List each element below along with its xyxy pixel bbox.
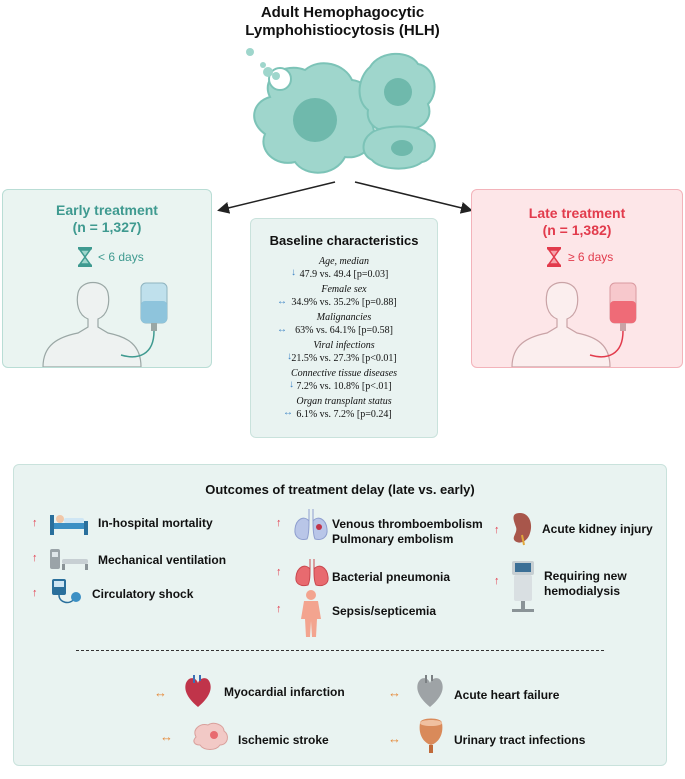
heart-icon bbox=[185, 675, 211, 707]
hourglass-icon bbox=[78, 247, 92, 267]
outcome-label: Ischemic stroke bbox=[238, 733, 329, 747]
outcome-label: Bacterial pneumonia bbox=[332, 570, 451, 584]
hospital-bed-icon bbox=[50, 515, 88, 535]
outcomes-title: Outcomes of treatment delay (late vs. ea… bbox=[205, 482, 475, 497]
late-treatment-panel: Late treatment (n = 1,382) ≥ 6 days bbox=[471, 189, 683, 368]
baseline-label: Viral infections bbox=[313, 340, 375, 351]
arrow-to-late bbox=[354, 181, 473, 214]
page-title: Adult Hemophagocytic Lymphohistiocytosis… bbox=[245, 4, 440, 39]
baseline-label: Malignancies bbox=[316, 312, 372, 323]
early-title: Early treatment (n = 1,327) bbox=[56, 202, 158, 235]
late-title: Late treatment (n = 1,382) bbox=[528, 205, 626, 238]
baseline-title: Baseline characteristics bbox=[269, 233, 419, 248]
left-right-arrow-icon: ↔ bbox=[277, 296, 287, 307]
late-duration: ≥ 6 days bbox=[568, 250, 614, 264]
up-arrow-icon: ↑ bbox=[32, 587, 38, 599]
up-arrow-icon: ↑ bbox=[276, 566, 282, 578]
baseline-panel: Baseline characteristics Age, median ↓ 4… bbox=[250, 218, 438, 438]
outcome-label: Mechanical ventilation bbox=[98, 553, 227, 567]
left-right-arrow-icon: ↔ bbox=[283, 407, 293, 418]
left-right-arrow-icon: ↔ bbox=[388, 731, 401, 746]
baseline-label: Female sex bbox=[321, 284, 367, 295]
patient-iv-illustration bbox=[42, 281, 168, 367]
baseline-value: 7.2% vs. 10.8% [p<.01] bbox=[296, 381, 392, 392]
baseline-value: 6.1% vs. 7.2% [p=0.24] bbox=[296, 409, 392, 420]
outcome-label: Urinary tract infections bbox=[454, 733, 586, 747]
left-right-arrow-icon: ↔ bbox=[154, 685, 167, 700]
outcome-label: Circulatory shock bbox=[92, 587, 194, 601]
up-arrow-icon: ↑ bbox=[276, 517, 282, 529]
outcomes-panel: Outcomes of treatment delay (late vs. ea… bbox=[13, 464, 667, 766]
baseline-value: 34.9% vs. 35.2% [p=0.88] bbox=[291, 297, 397, 308]
bladder-icon bbox=[419, 718, 443, 753]
patient-iv-illustration bbox=[511, 281, 637, 367]
up-arrow-icon: ↑ bbox=[494, 575, 500, 587]
lungs-icon bbox=[295, 559, 329, 587]
separator bbox=[76, 650, 604, 651]
baseline-value: 21.5% vs. 27.3% [p<0.01] bbox=[291, 353, 397, 364]
arrow-to-early bbox=[217, 181, 336, 214]
baseline-value: 63% vs. 64.1% [p=0.58] bbox=[295, 325, 393, 336]
outcome-label: Venous thromboembolism Pulmonary embolis… bbox=[332, 517, 483, 546]
patient-icon bbox=[511, 281, 611, 367]
baseline-label: Connective tissue diseases bbox=[290, 368, 398, 379]
down-arrow-icon: ↓ bbox=[289, 379, 294, 390]
brain-icon bbox=[193, 722, 228, 750]
body-icon bbox=[301, 590, 321, 637]
baseline-label: Organ transplant status bbox=[296, 396, 392, 407]
up-arrow-icon: ↑ bbox=[494, 524, 500, 536]
outcome-label: Requiring new hemodialysis bbox=[544, 569, 627, 598]
patient-icon bbox=[42, 281, 142, 367]
up-arrow-icon: ↑ bbox=[32, 517, 38, 529]
outcome-label: Sepsis/septicemia bbox=[332, 604, 437, 618]
early-duration: < 6 days bbox=[98, 250, 144, 264]
left-right-arrow-icon: ↔ bbox=[388, 685, 401, 700]
heart-failure-icon bbox=[417, 675, 443, 707]
cells-illustration bbox=[246, 48, 436, 174]
lungs-clot-icon bbox=[294, 509, 328, 540]
outcome-label: Myocardial infarction bbox=[224, 685, 345, 699]
left-right-arrow-icon: ↔ bbox=[277, 324, 287, 335]
dialysis-machine-icon bbox=[512, 561, 534, 612]
branch-arrows bbox=[217, 181, 473, 214]
left-right-arrow-icon: ↔ bbox=[160, 729, 173, 744]
down-arrow-icon: ↓ bbox=[287, 351, 292, 362]
baseline-label: Age, median bbox=[319, 256, 369, 267]
outcome-label: Acute kidney injury bbox=[542, 522, 653, 536]
up-arrow-icon: ↑ bbox=[32, 552, 38, 564]
baseline-value: 47.9 vs. 49.4 [p=0.03] bbox=[299, 269, 389, 280]
down-arrow-icon: ↓ bbox=[291, 267, 296, 278]
outcome-label: Acute heart failure bbox=[454, 688, 560, 702]
outcome-label: In-hospital mortality bbox=[98, 516, 213, 530]
up-arrow-icon: ↑ bbox=[276, 603, 282, 615]
ventilator-icon bbox=[50, 549, 88, 570]
early-treatment-panel: Early treatment (n = 1,327) < 6 days bbox=[2, 189, 212, 368]
blood-pressure-icon bbox=[52, 579, 81, 604]
kidney-icon bbox=[513, 513, 532, 546]
hourglass-icon bbox=[547, 247, 561, 267]
